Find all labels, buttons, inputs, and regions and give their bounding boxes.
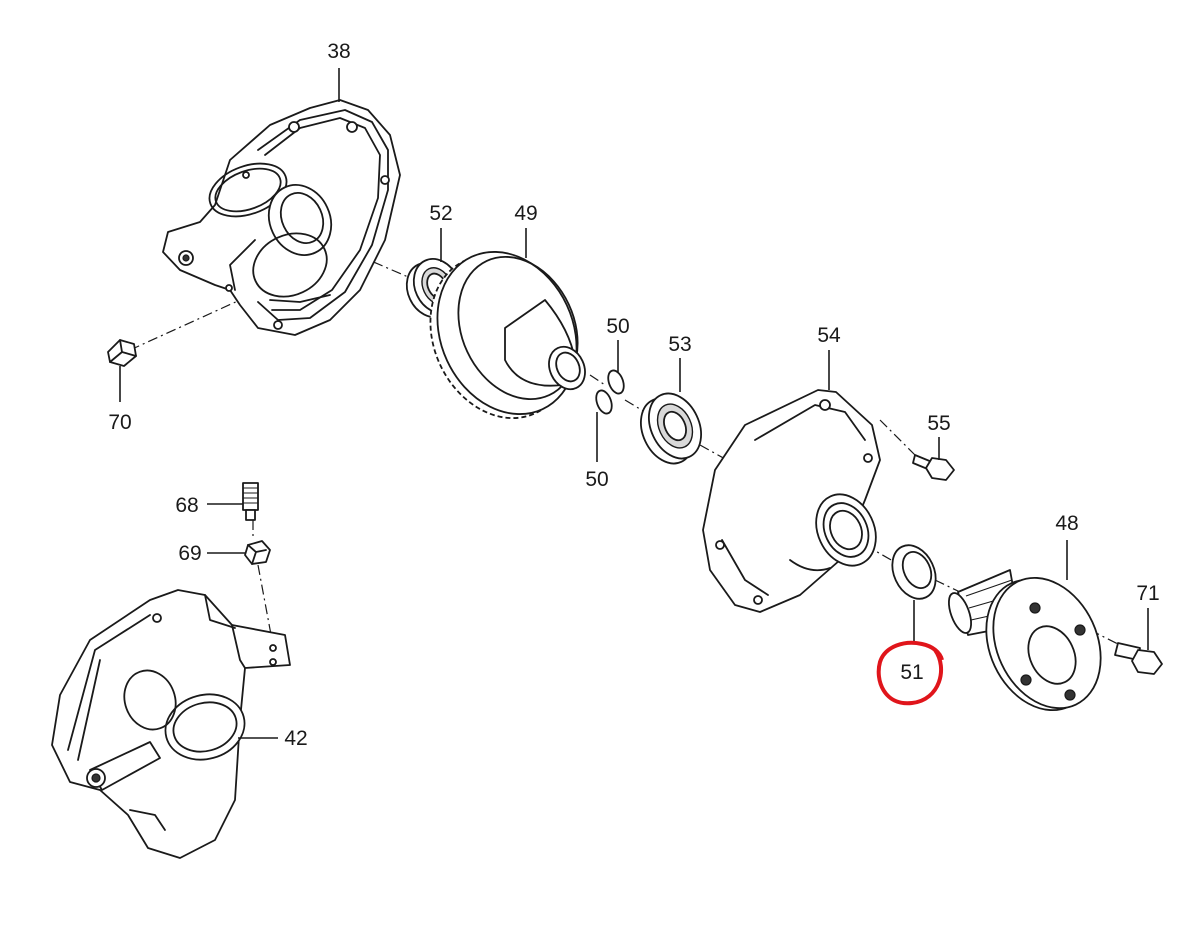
snap-ring-part-50-upper (607, 369, 625, 395)
label-38: 38 (327, 40, 350, 63)
bolt-part-71 (1114, 642, 1163, 675)
bearing-part-53 (640, 392, 702, 465)
bolt-part-55 (912, 454, 955, 481)
label-50-lower: 50 (585, 468, 608, 491)
label-71: 71 (1136, 582, 1159, 605)
label-68: 68 (175, 494, 198, 517)
label-55: 55 (927, 412, 950, 435)
label-52: 52 (429, 202, 452, 225)
ring-gear-part-49 (429, 251, 586, 419)
label-54: 54 (817, 324, 841, 347)
snap-ring-part-50-lower (595, 389, 613, 415)
label-53: 53 (668, 333, 691, 356)
label-69: 69 (178, 542, 201, 565)
stud-part-68 (242, 482, 259, 521)
label-48: 48 (1055, 512, 1078, 535)
highlight-circle-51 (876, 640, 944, 706)
label-70: 70 (108, 411, 131, 434)
axle-flange-part-48 (948, 569, 1102, 712)
leader-lines (119, 68, 1149, 739)
label-42: 42 (284, 727, 307, 750)
seal-part-51 (891, 544, 937, 600)
nut-part-69 (244, 540, 271, 565)
cover-part-54 (702, 389, 881, 613)
label-49: 49 (514, 202, 537, 225)
housing-part-38 (162, 99, 401, 336)
label-50-upper: 50 (606, 315, 629, 338)
label-51: 51 (900, 661, 923, 684)
part-labels: 38 52 49 50 50 53 54 55 48 71 51 70 68 6… (108, 40, 1159, 750)
plug-bolt-part-70 (107, 339, 137, 367)
knuckle-housing-part-42 (51, 589, 291, 859)
